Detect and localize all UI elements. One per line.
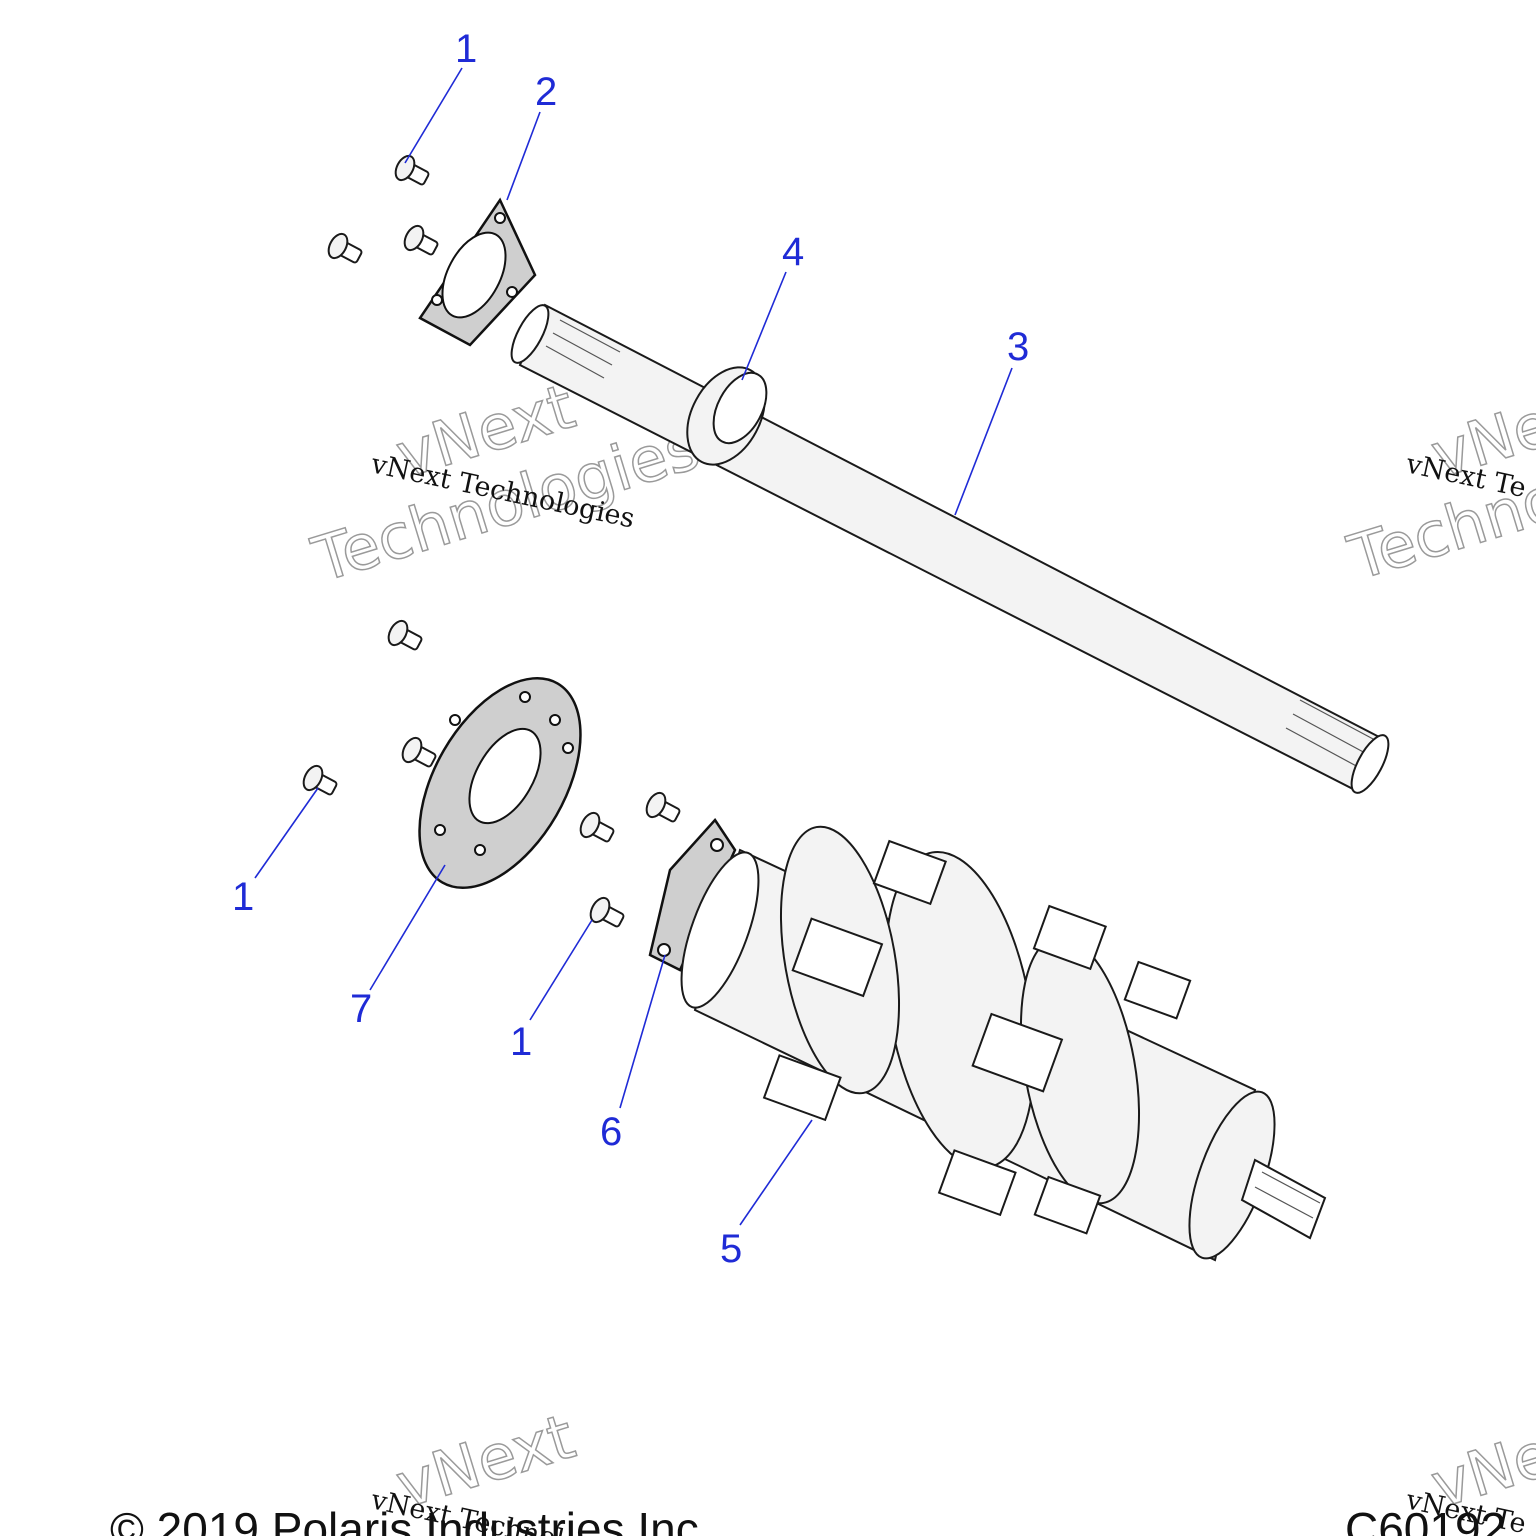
bolt — [302, 764, 338, 796]
callout-3: 3 — [1007, 325, 1029, 369]
drive-shaft — [510, 303, 1390, 794]
gasket-large — [418, 676, 582, 890]
callout-1: 1 — [510, 1020, 532, 1064]
bolt — [579, 811, 615, 843]
bolt — [403, 224, 439, 256]
leader-lines — [254, 67, 1013, 1226]
callout-1: 1 — [232, 875, 254, 919]
bolt — [589, 896, 625, 928]
watermark-right: vNe Techno vNext Te — [1339, 386, 1536, 595]
diagram-code: C60192 — [1345, 1503, 1506, 1536]
bolt — [327, 232, 363, 264]
gasket-small — [418, 197, 537, 347]
callout-4: 4 — [782, 230, 804, 274]
bolt-group — [302, 154, 681, 928]
callout-5: 5 — [720, 1227, 742, 1271]
bolt — [387, 619, 423, 651]
callout-2: 2 — [535, 70, 557, 114]
callout-7: 7 — [350, 987, 372, 1031]
bolt — [394, 154, 430, 186]
callout-1: 1 — [455, 27, 477, 71]
bolt — [401, 736, 437, 768]
callout-6: 6 — [600, 1110, 622, 1154]
bolt — [645, 791, 681, 823]
callouts: 1 2 4 3 1 7 1 6 5 — [232, 27, 1029, 1271]
bearing — [686, 366, 768, 466]
copyright-text: © 2019 Polaris Industries Inc. — [110, 1503, 712, 1536]
gasket-flange — [648, 817, 737, 972]
drive-assembly — [680, 825, 1327, 1262]
